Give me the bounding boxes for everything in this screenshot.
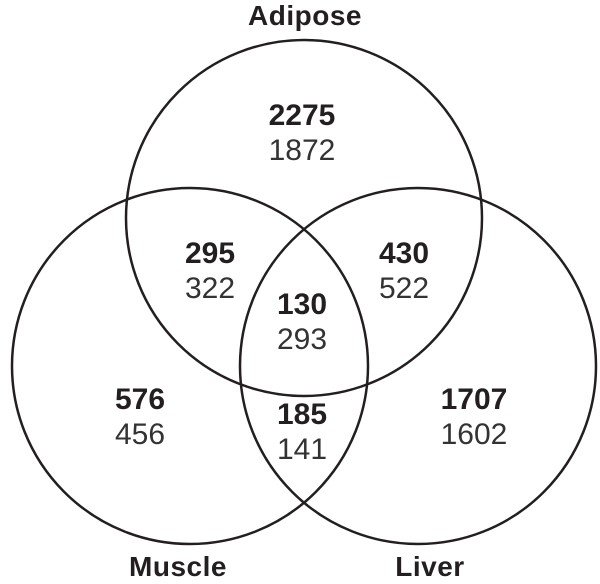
region-muscle-liver-secondary: 141 [276,433,328,466]
region-adipose-only-secondary: 1872 [268,134,336,167]
region-all-three: 130 293 [277,287,327,357]
region-adipose-muscle-primary: 295 [184,237,236,270]
region-liver-only-secondary: 1602 [440,418,508,451]
region-muscle-liver: 185 141 [277,397,327,467]
region-all-three-primary: 130 [276,288,328,321]
muscle-circle [10,186,370,546]
region-muscle-only-primary: 576 [114,383,166,416]
region-adipose-only-primary: 2275 [268,99,336,132]
set-label-liver: Liver [395,551,465,582]
region-liver-only: 1707 1602 [441,382,508,452]
region-muscle-liver-primary: 185 [276,398,328,431]
liver-circle [238,186,598,546]
region-adipose-liver: 430 522 [379,236,429,306]
region-adipose-muscle: 295 322 [185,236,235,306]
region-all-three-secondary: 293 [276,323,328,356]
set-label-adipose: Adipose [248,0,362,31]
region-adipose-liver-secondary: 522 [378,272,430,305]
adipose-circle [124,38,484,398]
region-muscle-only: 576 456 [115,382,165,452]
region-adipose-muscle-secondary: 322 [184,272,236,305]
region-adipose-liver-primary: 430 [378,237,430,270]
set-label-muscle: Muscle [129,551,227,582]
region-adipose-only: 2275 1872 [269,98,336,168]
region-muscle-only-secondary: 456 [114,418,166,451]
region-liver-only-primary: 1707 [440,383,508,416]
